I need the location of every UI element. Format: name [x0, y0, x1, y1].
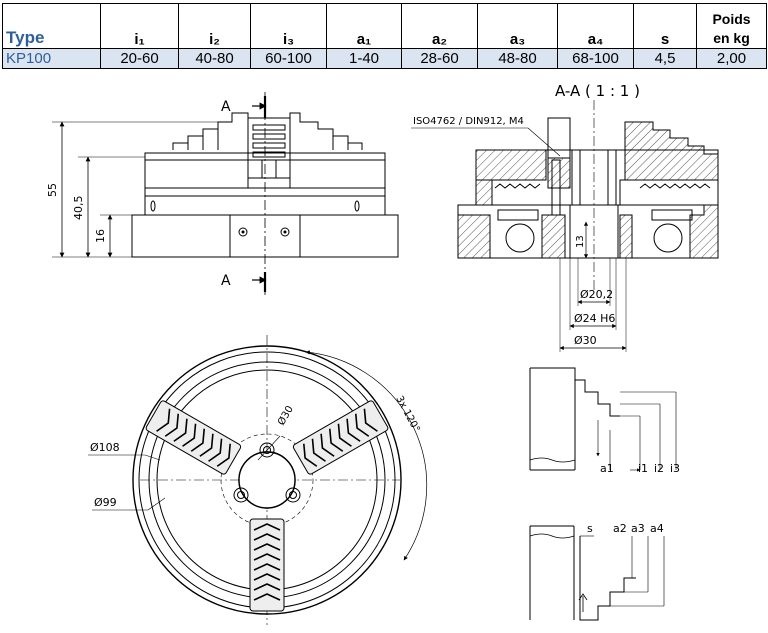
jaw-inner-label-i2: i2: [654, 462, 664, 475]
dim-base-height: 16: [94, 229, 107, 243]
cell-i3: 60-100: [250, 48, 327, 69]
table-row: KP100 20-60 40-80 60-100 1-40 28-60 48-8…: [2, 48, 767, 69]
header-i1-label: i₁: [134, 31, 145, 48]
header-weight-line2: en kg: [713, 30, 750, 46]
header-a3-label: a₃: [509, 31, 526, 48]
header-a1-label: a₁: [356, 31, 372, 48]
header-weight-line1: Poids: [712, 11, 751, 27]
dim-bore-large: Ø30: [574, 334, 597, 347]
header-i2-label: i₂: [209, 31, 220, 48]
cell-i2: 40-80: [178, 48, 251, 69]
dim-total-height: 55: [46, 183, 59, 197]
header-a4-label: a₄: [587, 31, 604, 48]
dim-bore-small: Ø20,2: [580, 288, 613, 301]
front-view: [52, 92, 399, 295]
jaw-inner-label-a1: a1: [600, 462, 614, 475]
screw-note: ISO4762 / DIN912, M4: [413, 116, 524, 127]
cell-a3: 48-80: [477, 48, 558, 69]
header-a2-label: a₂: [431, 31, 447, 48]
dim-mid-height: 40,5: [72, 196, 85, 221]
top-view: [88, 335, 428, 625]
cell-s: 4,5: [633, 48, 697, 69]
cell-i1: 20-60: [100, 48, 179, 69]
header-i1: i₁: [100, 3, 179, 49]
header-a2: a₂: [401, 3, 478, 49]
jaw-detail-inner: [529, 367, 677, 472]
header-a3: a₃: [477, 3, 558, 49]
cell-type: KP100: [2, 48, 101, 69]
section-view: [411, 100, 719, 352]
dim-bore-height: 13: [575, 235, 586, 248]
jaw-inner-label-i3: i3: [670, 462, 680, 475]
section-marker-bottom: A: [221, 273, 231, 289]
header-a1: a₁: [326, 3, 402, 49]
dim-body-diameter: Ø99: [94, 496, 117, 509]
jaw-outer-label-a4: a4: [650, 522, 664, 535]
header-i3-label: i₃: [282, 31, 295, 48]
header-type: Type: [2, 3, 101, 49]
section-title: A-A ( 1 : 1 ): [555, 82, 640, 100]
jaw-outer-label-s: s: [587, 522, 593, 535]
dim-bore-fit: Ø24 H6: [574, 312, 615, 325]
section-marker-top: A: [221, 99, 231, 115]
jaw-detail-outer: [529, 525, 665, 621]
jaw-outer-label-a3: a3: [631, 522, 645, 535]
jaw-outer-label-a2: a2: [613, 522, 627, 535]
cell-a4: 68-100: [557, 48, 634, 69]
dim-bolt-circle: Ø30: [275, 404, 296, 428]
cell-a1: 1-40: [326, 48, 402, 69]
dim-outer-diameter: Ø108: [90, 441, 120, 454]
cell-weight: 2,00: [696, 48, 767, 69]
jaw-inner-label-i1: i1: [638, 462, 648, 475]
dim-jaw-angle: 3x 120°: [393, 394, 421, 434]
cell-a2: 28-60: [401, 48, 478, 69]
